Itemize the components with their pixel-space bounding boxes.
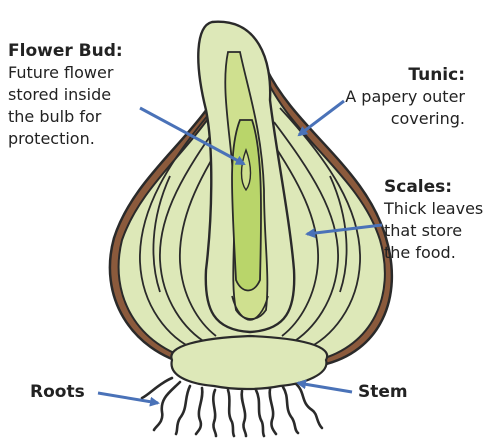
tunic-desc-line: covering.	[339, 108, 465, 130]
scales-title: Scales:	[384, 176, 501, 198]
tunic-label: Tunic: A papery outer covering.	[339, 64, 465, 130]
flower-bud-desc-line: stored inside	[8, 84, 123, 106]
scales-label: Scales: Thick leaves that store the food…	[384, 176, 501, 264]
tunic-arrow	[299, 101, 344, 135]
flower-bud-desc-line: Future flower	[8, 62, 123, 84]
stem-arrow	[298, 383, 352, 392]
scales-desc-line: that store	[384, 220, 501, 242]
flower-bud-title: Flower Bud:	[8, 40, 123, 62]
roots-title: Roots	[30, 381, 85, 403]
flower-bud-desc-line: the bulb for	[8, 106, 123, 128]
stem-plate	[171, 336, 327, 389]
flower-bud-desc-line: protection.	[8, 128, 123, 150]
flower-bud-label: Flower Bud: Future flower stored inside …	[8, 40, 123, 150]
tunic-desc-line: A papery outer	[339, 86, 465, 108]
flower-bud	[232, 120, 261, 291]
scales-desc-line: Thick leaves	[384, 198, 501, 220]
stem-title: Stem	[358, 381, 408, 403]
scales-desc-line: the food.	[384, 242, 501, 264]
tunic-title: Tunic:	[339, 64, 465, 86]
stem-label: Stem	[358, 381, 408, 403]
roots-label: Roots	[30, 381, 85, 403]
